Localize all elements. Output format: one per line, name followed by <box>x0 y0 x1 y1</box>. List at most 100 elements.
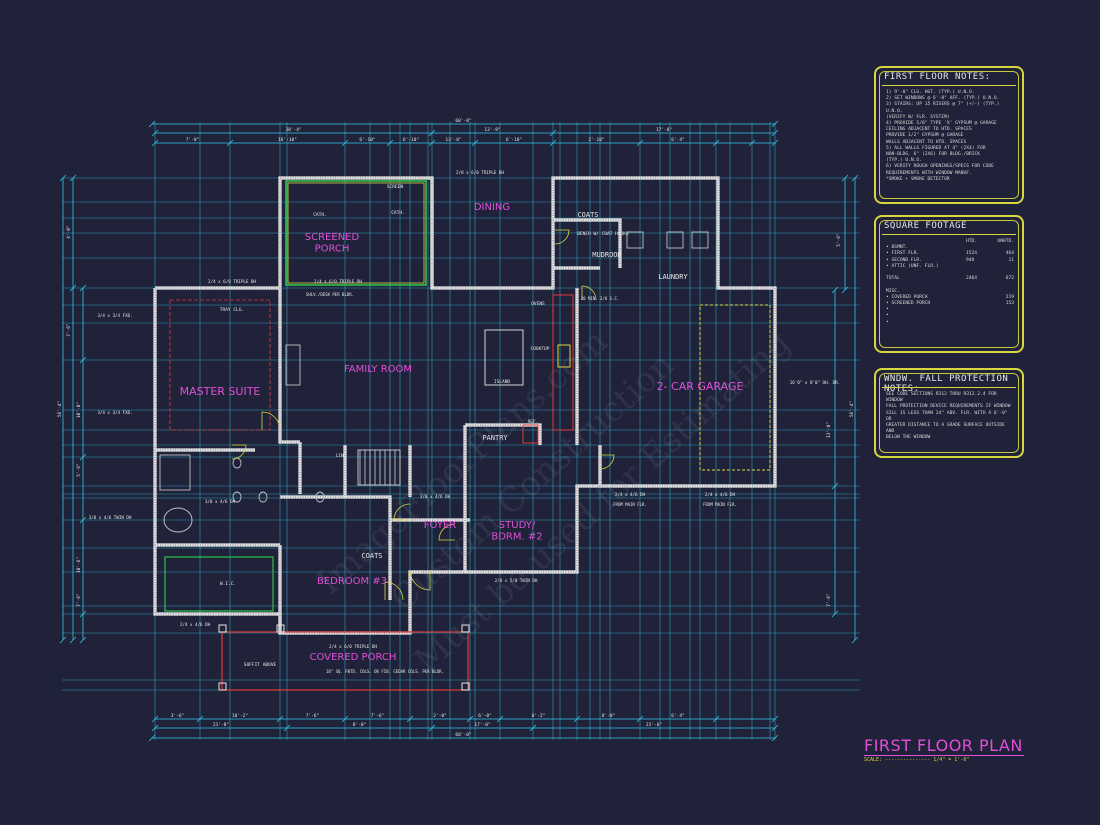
room-label-master-suite: MASTER SUITE <box>180 385 261 398</box>
shower <box>159 454 191 491</box>
note-line: (TYP.) U.N.O. <box>886 158 922 164</box>
dimension-tick <box>79 516 87 524</box>
walls <box>153 176 777 691</box>
dimension-label: 56'-4" <box>57 401 63 417</box>
note-line: CEILING ADJACENT TO HTD. SPACES <box>886 127 972 133</box>
dimension-tick <box>79 356 87 364</box>
dimension-tick <box>841 286 849 294</box>
note-line: REQUIREMENTS WITH WINDOW MANUF. <box>886 170 972 176</box>
dimension-label: 6'-2" <box>532 713 546 719</box>
toilet <box>232 491 242 503</box>
dimension-tick <box>712 715 720 723</box>
room-label-bedroom3: BEDROOM #3 <box>317 576 387 587</box>
window-note: 2/4 x 4/6 DH <box>705 492 736 497</box>
screened-porch-frame <box>287 182 425 284</box>
plan-scale: SCALE: --------------- 1/4" = 1'-0" <box>864 757 970 763</box>
dimension-tick <box>771 120 779 128</box>
sq-cell: • ATTIC (UNF. FLR.) <box>886 263 939 269</box>
small-room-label: TRAY CLG. <box>220 307 244 313</box>
dimension-tick <box>851 636 859 644</box>
dimension-label: 6'-4" <box>671 137 685 143</box>
small-room-label: COATS <box>577 211 598 219</box>
sq-header-row: HTD.UNHTD. <box>886 239 1014 245</box>
dimension-tick <box>549 139 557 147</box>
porch-column <box>461 682 470 691</box>
dimension-label: 3'-6" <box>171 713 185 719</box>
dimension-tick <box>79 453 87 461</box>
sq-row: • ATTIC (UNF. FLR.) <box>886 264 1014 270</box>
note-line: 1) 9'-0" CLG. HGT. (TYP.) U.N.O. <box>886 90 975 95</box>
window-note: 2/8 x 5/0 TWIN DH <box>495 578 538 583</box>
sq-cell: 11 <box>1008 257 1014 263</box>
fall-protection-body: SEE CODE SECTIONS R312 THRU R312.2.4 FOR… <box>886 392 1014 442</box>
sq-row: • <box>886 320 1014 326</box>
dimension-tick <box>151 724 159 732</box>
sq-cell: • BSMNT. <box>886 245 909 251</box>
stair-outline <box>357 449 401 486</box>
sq-header-cell: UNHTD. <box>997 239 1014 244</box>
panel-frame <box>879 220 1019 348</box>
room-label-covered-porch: COVERED PORCH <box>310 652 397 663</box>
plan-note: 18" SQ. FNTD. COLS. OR FIB. CEDAR COLS. … <box>326 669 444 674</box>
dimension-tick <box>79 636 87 644</box>
dimension-tick <box>59 636 67 644</box>
sq-cell: • <box>886 319 889 325</box>
fixtures <box>159 229 709 601</box>
dimension-tick <box>831 286 839 294</box>
dimension-tick <box>771 734 779 742</box>
plan-note: 20 MIN. 2/8 S.C. <box>581 296 620 301</box>
door-swing <box>231 444 247 460</box>
dimension-tick <box>151 715 159 723</box>
dimension-tick <box>276 715 284 723</box>
porch-column <box>276 624 285 633</box>
dimension-tick <box>69 174 77 182</box>
dimension-label: 7'-6" <box>826 593 832 607</box>
room-label-dining: DINING <box>474 202 510 213</box>
square-footage-panel: SQUARE FOOTAGE HTD.UNHTD.• BSMNT. • FIRS… <box>874 215 1024 353</box>
dimension-tick <box>771 724 779 732</box>
dimension-tick <box>151 139 159 147</box>
sq-cell: • FIRST FLR. <box>886 251 920 257</box>
dimension-tick <box>196 715 204 723</box>
kitchen-island <box>484 329 524 386</box>
plan-note: SHLV./DESK PER BLDR. <box>306 292 354 297</box>
room-label-family-room: FAMILY ROOM <box>344 364 412 375</box>
dimension-tick <box>59 174 67 182</box>
small-room-label: ISLAND <box>494 379 511 385</box>
note-line: 4) PROVIDE 5/8" TYPE 'X' GYPSUM @ GARAGE <box>886 121 997 127</box>
dimension-label: 5'-6" <box>76 463 82 477</box>
dimension-label: 10'-2" <box>232 713 248 719</box>
dimension-tick <box>148 734 156 742</box>
fall-protection-panel: WNDW. FALL PROTECTION NOTES: SEE CODE SE… <box>874 368 1024 458</box>
small-room-label: MUDROOM <box>592 251 622 259</box>
window-note: 3/0 x 4/6 DH <box>205 499 236 504</box>
room-label-study: STUDY/BDRM. #2 <box>491 520 542 543</box>
sq-cell: 2464 <box>966 276 978 282</box>
note-line: WALLS ADJACENT TO HTD. SPACES <box>886 139 967 145</box>
sq-cell: 1524 <box>966 251 978 257</box>
window-note: 3/4 x 3/4 FXD. <box>97 410 132 415</box>
laundry-appliance <box>626 231 644 249</box>
sq-cell <box>992 320 1014 326</box>
dimension-label: 7'-6" <box>66 323 72 337</box>
dimension-tick <box>841 174 849 182</box>
note-line: (VERIFY W/ FLR. SYSTEM) <box>886 114 950 120</box>
dimension-label: 7'-6" <box>306 713 320 719</box>
laundry-appliance <box>666 231 684 249</box>
panel-frame <box>879 71 1019 199</box>
sq-row: • COVERED PORCH 219 <box>886 295 1014 301</box>
door-swing <box>554 229 570 245</box>
fireplace <box>285 344 301 386</box>
window-note: 2/4 x 6/0 TRIPLE DH <box>208 279 256 284</box>
dimension-tick <box>69 636 77 644</box>
plan-title: FIRST FLOOR PLAN <box>864 736 1023 755</box>
dimension-label: 2'-0" <box>433 713 447 719</box>
toilet <box>232 457 242 469</box>
panel-divider <box>882 387 1016 388</box>
note-line: BELOW THE WINDOW <box>886 435 931 441</box>
note-line: 2) SET WINDOWS @ 6'-8" AFF. (TYP.) U.N.O… <box>886 96 1000 102</box>
small-room-label: OVENS <box>531 301 545 307</box>
dimension-label: 6'-10" <box>359 137 375 143</box>
